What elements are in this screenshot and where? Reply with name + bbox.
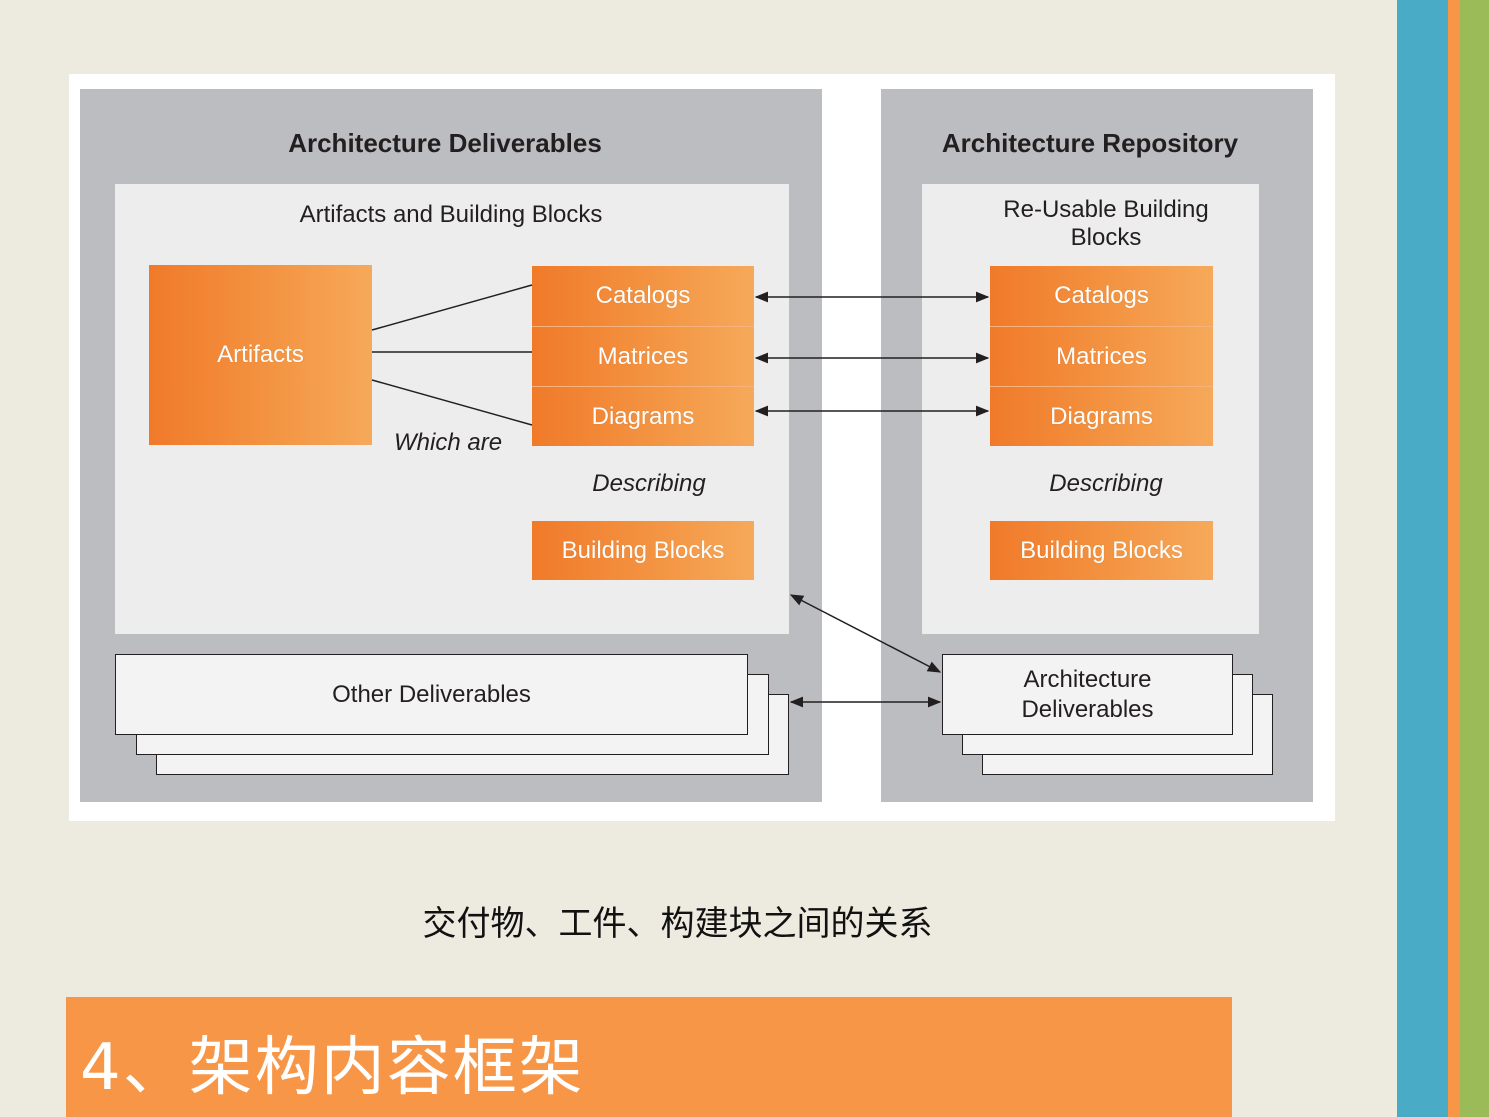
left-matrices-label: Matrices <box>597 342 689 370</box>
right-building-blocks-box: Building Blocks <box>990 521 1213 580</box>
which-are-label: Which are <box>394 429 503 456</box>
section-heading: 4、架构内容框架 <box>80 1031 585 1105</box>
section-heading-banner <box>66 997 1232 1117</box>
left-inner-title: Artifacts and Building Blocks <box>299 201 603 228</box>
area-to-repository-deliverables-arrow <box>789 594 942 673</box>
left-describing-label: Describing <box>592 470 706 497</box>
right-catalogs-label: Catalogs <box>1054 282 1149 309</box>
side-stripe-orange <box>1448 0 1460 1117</box>
right-inner-title-line2: Blocks <box>1070 224 1142 251</box>
right-inner-title-line1: Re-Usable Building <box>1003 196 1209 223</box>
right-diagrams-box: Diagrams <box>990 386 1213 446</box>
right-catalogs-box: Catalogs <box>990 266 1213 326</box>
right-describing-label: Describing <box>1049 470 1163 497</box>
architecture-deliverables-line2: Deliverables <box>1021 695 1154 723</box>
other-deliverables-box: Other Deliverables <box>115 654 748 735</box>
artifacts-to-diagrams-line <box>371 379 533 426</box>
artifacts-to-catalogs-line <box>371 284 533 331</box>
architecture-deliverables-box: Architecture Deliverables <box>942 654 1233 735</box>
right-matrices-label: Matrices <box>1056 342 1147 370</box>
artifacts-box: Artifacts <box>149 265 372 445</box>
architecture-deliverables-line1: Architecture <box>1023 665 1152 693</box>
right-matrices-box: Matrices <box>990 326 1213 386</box>
left-building-blocks-box: Building Blocks <box>532 521 754 580</box>
left-diagrams-label: Diagrams <box>591 402 695 430</box>
other-deliverables-label: Other Deliverables <box>332 680 531 708</box>
left-matrices-box: Matrices <box>532 326 754 386</box>
left-catalogs-box: Catalogs <box>532 266 754 326</box>
right-diagrams-label: Diagrams <box>1050 402 1153 430</box>
left-catalogs-label: Catalogs <box>595 282 691 309</box>
left-diagrams-box: Diagrams <box>532 386 754 446</box>
side-stripe-blue <box>1397 0 1448 1117</box>
side-stripe-green <box>1460 0 1489 1117</box>
left-panel-title: Architecture Deliverables <box>288 128 602 158</box>
right-panel-title: Architecture Repository <box>941 128 1239 158</box>
right-building-blocks-label: Building Blocks <box>1020 536 1183 564</box>
figure-caption: 交付物、工件、构建块之间的关系 <box>422 904 933 944</box>
artifacts-label: Artifacts <box>217 341 304 368</box>
left-building-blocks-label: Building Blocks <box>561 536 725 564</box>
